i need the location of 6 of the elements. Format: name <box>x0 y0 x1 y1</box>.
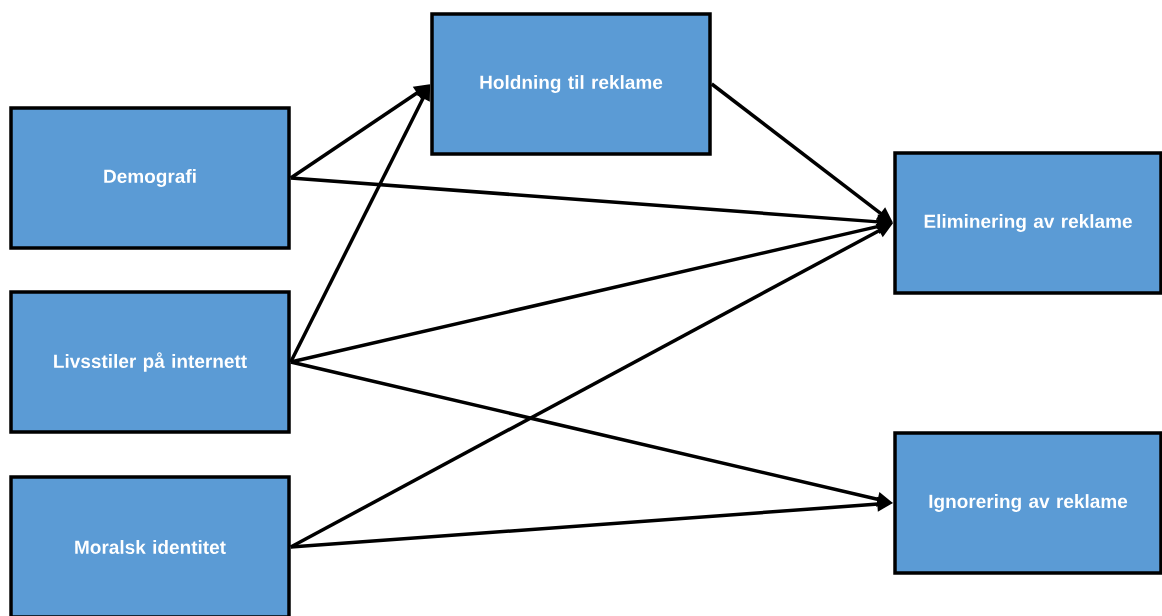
box: Eliminering av reklame <box>893 151 1162 295</box>
box: Livsstiler på internett <box>9 290 291 434</box>
box: Holdning til reklame <box>430 12 712 156</box>
box: Ignorering av reklame <box>893 431 1162 575</box>
box: Moralsk identitet <box>9 475 291 616</box>
box: Demografi <box>9 106 291 250</box>
